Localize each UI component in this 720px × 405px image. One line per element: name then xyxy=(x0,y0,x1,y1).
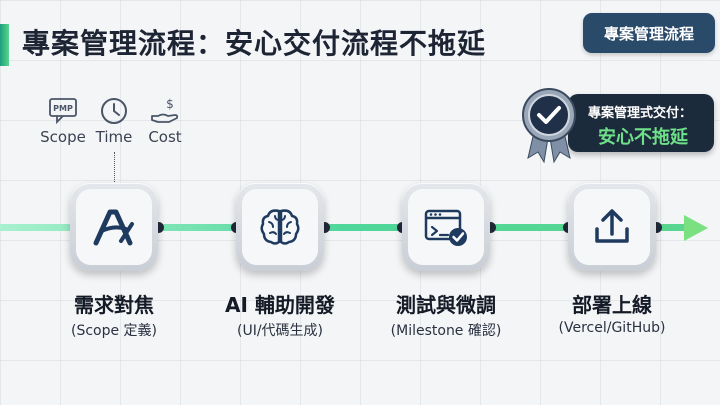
triad-cost: $ Cost xyxy=(138,96,192,146)
page-title: 專案管理流程：安心交付流程不拖延 xyxy=(22,27,487,60)
triad-connector xyxy=(114,152,115,184)
brain-icon xyxy=(260,209,300,245)
upload-icon xyxy=(595,209,629,243)
callout-line2: 安心不拖延 xyxy=(598,127,688,148)
triad-time-label: Time xyxy=(95,128,133,146)
step-subtitle-requirements: (Scope 定義) xyxy=(70,323,158,339)
step-title-ai-dev: AI 輔助開發 xyxy=(225,293,335,317)
step-subtitle-deploy: (Vercel/GitHub) xyxy=(558,320,666,336)
flow-arrowhead xyxy=(684,215,708,241)
step-title-testing: 測試與微調 xyxy=(396,293,496,317)
step-node-testing xyxy=(402,183,490,271)
step-node-requirements xyxy=(70,183,158,271)
clock-icon xyxy=(101,98,127,124)
triad-scope: PMP Scope xyxy=(36,96,90,146)
step-node-ai-dev xyxy=(236,183,324,271)
connector-dot xyxy=(651,222,662,233)
delivery-callout: 專案管理式交付： 安心不拖延 xyxy=(568,94,714,152)
connector-dot xyxy=(485,222,496,233)
step-subtitle-ai-dev: (UI/代碼生成) xyxy=(236,323,324,339)
browser-check-icon xyxy=(424,209,467,246)
ai-text-icon xyxy=(93,209,134,246)
callout-line1: 專案管理式交付： xyxy=(588,106,693,121)
title-accent-bar xyxy=(0,24,9,66)
step-subtitle-testing: (Milestone 確認) xyxy=(390,323,502,339)
step-title-deploy: 部署上線 xyxy=(572,293,652,317)
svg-text:$: $ xyxy=(166,97,174,111)
connector-dot xyxy=(319,222,330,233)
triad-cost-label: Cost xyxy=(148,128,182,146)
check-medal-icon xyxy=(522,88,576,164)
connector-dot xyxy=(153,222,164,233)
section-tag: 專案管理流程 xyxy=(583,13,715,53)
svg-text:PMP: PMP xyxy=(53,104,73,113)
triad-time: Time xyxy=(87,96,141,146)
triad-scope-label: Scope xyxy=(40,128,86,146)
flow-line xyxy=(0,224,690,231)
step-title-requirements: 需求對焦 xyxy=(74,293,154,317)
pmp-document-icon: PMP xyxy=(49,98,77,125)
money-hand-icon: $ xyxy=(151,97,179,123)
step-node-deploy xyxy=(568,183,656,271)
